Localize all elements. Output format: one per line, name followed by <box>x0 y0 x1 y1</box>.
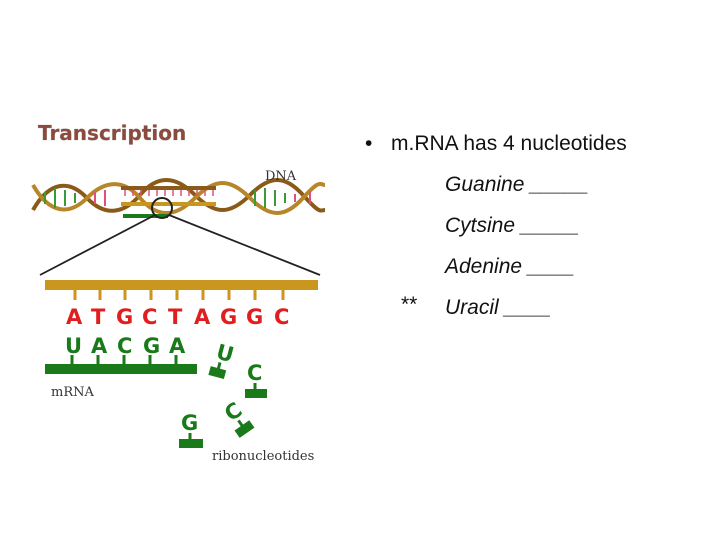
dna-letter: C <box>142 305 157 329</box>
rna-letter-row: U A C G A <box>65 334 186 358</box>
rna-letter: A <box>91 334 108 358</box>
dna-letter-row: A T G C T A G G C <box>66 305 289 329</box>
free-nucleotide-u: U <box>208 340 237 380</box>
rna-letter: A <box>169 334 186 358</box>
dna-letter: C <box>274 305 289 329</box>
ribonucleotides-label: ribonucleotides <box>212 449 314 464</box>
dna-base-stems <box>73 290 285 300</box>
dna-letter: G <box>220 305 237 329</box>
transcription-illustration: Transcription <box>31 121 326 464</box>
dna-letter: T <box>168 305 183 329</box>
transcription-diagram: Transcription <box>25 110 345 470</box>
diagram-title: Transcription <box>38 121 186 145</box>
bullet-item: • m.RNA has 4 nucleotides <box>365 132 627 156</box>
free-nucleotide-c-rotated: C <box>220 398 255 438</box>
rna-letter: C <box>117 334 132 358</box>
nucleotide-item-guanine: Guanine _____ <box>445 173 589 196</box>
free-nucleotide-letter: C <box>220 398 246 427</box>
nucleotide-item-uracil: Uracil ____ <box>445 296 552 319</box>
dna-strand-bar <box>45 280 318 290</box>
dna-helix <box>31 178 326 219</box>
free-nucleotide-letter: G <box>181 411 198 435</box>
nucleotide-item-cytosine: Cytsine _____ <box>445 214 580 237</box>
dna-letter: A <box>194 305 211 329</box>
dna-label: DNA <box>265 169 297 184</box>
free-nucleotide-c: C <box>245 361 267 398</box>
rna-letter: G <box>143 334 160 358</box>
uracil-marker: ** <box>401 293 418 316</box>
nucleotide-item-adenine: Adenine ____ <box>445 255 575 278</box>
dna-letter: T <box>91 305 106 329</box>
free-nucleotide-g: G <box>179 411 203 448</box>
rna-letter: U <box>65 334 82 358</box>
dna-letter: G <box>246 305 263 329</box>
dna-letter: A <box>66 305 83 329</box>
free-nucleotide-letter: C <box>247 361 262 385</box>
mrna-label: mRNA <box>51 385 94 400</box>
mrna-strand-bar <box>45 364 197 374</box>
dna-letter: G <box>116 305 133 329</box>
bullet-symbol: • <box>365 132 373 155</box>
free-nucleotide-letter: U <box>214 340 237 368</box>
rna-base-stems <box>70 355 178 364</box>
bullet-text: m.RNA has 4 nucleotides <box>391 132 627 155</box>
